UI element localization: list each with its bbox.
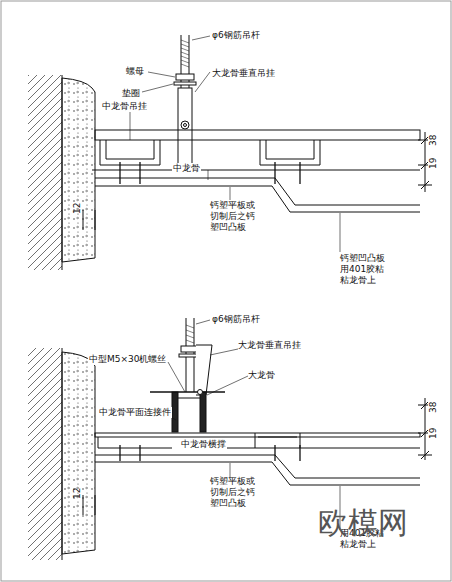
dimension: 12 (72, 488, 83, 499)
glue-note: 钙塑凹凸板 用401胶粘 粘龙骨上 (340, 253, 396, 285)
dimension: 38 (428, 401, 439, 414)
main-runner-label: 大龙骨 (248, 370, 275, 381)
dimension: 19 (428, 427, 439, 440)
dimension: 12 (72, 203, 83, 214)
rod-label: φ6钢筋吊杆 (212, 314, 260, 325)
watermark: 欧模网 (318, 505, 408, 541)
dimension: 19 (428, 157, 439, 170)
dimension: 38 (428, 134, 439, 147)
rod-label: φ6钢筋吊杆 (212, 30, 260, 41)
cross-brace-label: 中龙骨横撑 (180, 439, 227, 450)
hanger-label: 大龙骨垂直吊挂 (212, 68, 275, 79)
washer-label: 垫圈 (122, 88, 140, 99)
runner-label: 中龙骨 (172, 163, 201, 174)
panel-note: 钙塑平板或 切制后之钙 塑凹凸板 (210, 476, 260, 508)
hanger-label: 大龙骨垂直吊挂 (238, 340, 301, 351)
runner-hanger-label: 中龙骨吊挂 (101, 101, 148, 112)
panel-note: 钙塑平板或 切制后之钙 塑凹凸板 (210, 200, 260, 232)
bolt-label: 中型M5×30机螺丝 (88, 354, 167, 365)
nut-label: 螺母 (126, 66, 144, 77)
connector-label: 中龙骨平面连接件 (98, 407, 172, 418)
